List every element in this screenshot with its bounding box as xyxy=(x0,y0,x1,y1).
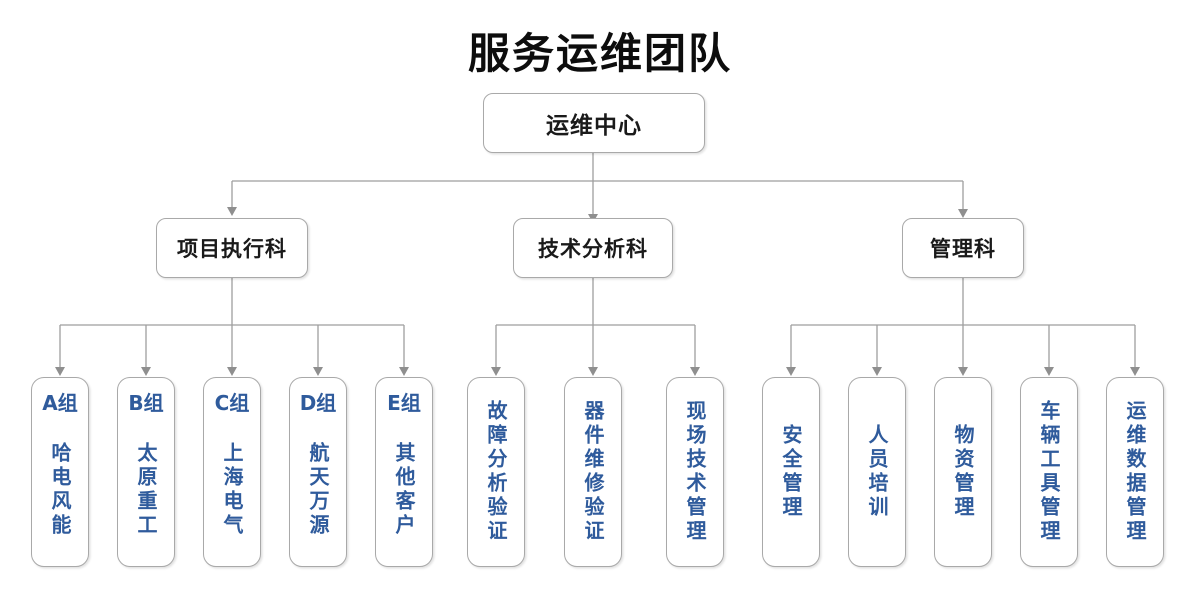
node-project-execution-label: 项目执行科 xyxy=(177,237,287,261)
leaf-group-b-name: 太原重工 xyxy=(134,442,158,538)
leaf-safety-mgmt-label: 安全管理 xyxy=(779,424,803,520)
leaf-group-e-tag: E组 xyxy=(387,391,421,415)
leaf-safety-mgmt: 安全管理 xyxy=(762,377,820,567)
leaf-group-c: C组 上海电气 xyxy=(203,377,261,567)
leaf-group-c-tag: C组 xyxy=(214,391,250,415)
node-ops-center: 运维中心 xyxy=(483,93,705,153)
leaf-fault-analysis-label: 故障分析验证 xyxy=(484,400,508,544)
leaf-component-repair: 器件维修验证 xyxy=(564,377,622,567)
leaf-field-tech: 现场技术管理 xyxy=(666,377,724,567)
leaf-component-repair-label: 器件维修验证 xyxy=(581,400,605,544)
leaf-group-b-tag: B组 xyxy=(128,391,164,415)
leaf-group-e-name: 其他客户 xyxy=(392,442,416,538)
node-management: 管理科 xyxy=(902,218,1024,278)
leaf-group-b: B组 太原重工 xyxy=(117,377,175,567)
leaf-ops-data-label: 运维数据管理 xyxy=(1123,400,1147,544)
leaf-personnel-training-label: 人员培训 xyxy=(865,424,889,520)
leaf-material-mgmt: 物资管理 xyxy=(934,377,992,567)
leaf-group-a-name: 哈电风能 xyxy=(48,442,72,538)
leaf-group-e: E组 其他客户 xyxy=(375,377,433,567)
node-tech-analysis-label: 技术分析科 xyxy=(538,237,648,261)
leaf-material-mgmt-label: 物资管理 xyxy=(951,424,975,520)
node-ops-center-label: 运维中心 xyxy=(546,113,642,139)
leaf-group-a-tag: A组 xyxy=(42,391,78,415)
leaf-vehicle-tools-label: 车辆工具管理 xyxy=(1037,400,1061,544)
node-management-label: 管理科 xyxy=(930,237,996,261)
node-tech-analysis: 技术分析科 xyxy=(513,218,673,278)
leaf-group-c-name: 上海电气 xyxy=(220,442,244,538)
leaf-field-tech-label: 现场技术管理 xyxy=(683,400,707,544)
leaf-vehicle-tools: 车辆工具管理 xyxy=(1020,377,1078,567)
leaf-ops-data: 运维数据管理 xyxy=(1106,377,1164,567)
node-project-execution: 项目执行科 xyxy=(156,218,308,278)
leaf-group-d-tag: D组 xyxy=(299,391,337,415)
leaf-fault-analysis: 故障分析验证 xyxy=(467,377,525,567)
leaf-group-a: A组 哈电风能 xyxy=(31,377,89,567)
leaf-group-d: D组 航天万源 xyxy=(289,377,347,567)
leaf-personnel-training: 人员培训 xyxy=(848,377,906,567)
leaf-group-d-name: 航天万源 xyxy=(306,442,330,538)
page-title: 服务运维团队 xyxy=(467,29,732,78)
